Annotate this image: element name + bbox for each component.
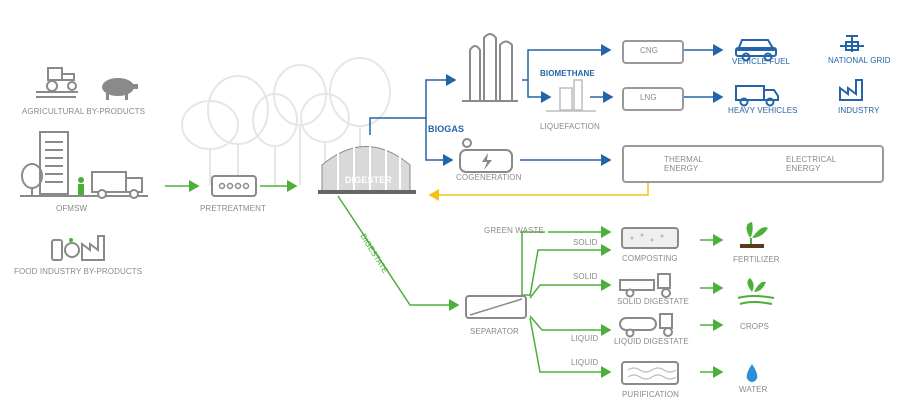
- purification-bed-icon: [621, 361, 679, 385]
- biogas-label: BIOGAS: [428, 124, 465, 134]
- plant-sprout-icon: [740, 222, 768, 248]
- solid-digestate-label: SOLID DIGESTATE: [617, 297, 689, 306]
- cng-box: [622, 40, 684, 64]
- separator-icon: [465, 295, 527, 319]
- solid-label-2: SOLID: [573, 272, 598, 281]
- pipeline-valve-icon: [840, 35, 864, 52]
- composting-label: COMPOSTING: [622, 254, 678, 263]
- ofmsw-label: OFMSW: [56, 204, 88, 213]
- industry-label: INDUSTRY: [838, 106, 880, 115]
- water-drop-icon: [746, 364, 758, 382]
- heavy-vehicles-label: HEAVY VEHICLES: [728, 106, 798, 115]
- liquefaction-label: LIQUEFACTION: [540, 122, 600, 131]
- liquefaction-plant-icon: [546, 79, 596, 112]
- green-waste-label: GREEN WASTE: [484, 226, 544, 235]
- truck-icon: [735, 85, 779, 107]
- cogeneration-label: COGENERATION: [456, 173, 522, 182]
- cng-label: CNG: [640, 46, 659, 55]
- liquid-label-1: LIQUID: [571, 334, 599, 343]
- digester-label: DIGESTER: [345, 175, 392, 185]
- tractor-trailer-icon: [619, 273, 671, 298]
- national-grid-label: NATIONAL GRID: [828, 56, 891, 65]
- water-label: WATER: [739, 385, 768, 394]
- fertilizer-label: FERTILIZER: [733, 255, 780, 264]
- digester-dome-icon: [318, 140, 416, 194]
- biomethane-label: BIOMETHANE: [540, 69, 595, 78]
- vehicle-fuel-label: VEHICLE FUEL: [732, 57, 791, 66]
- agricultural-label: AGRICULTURAL BY-PRODUCTS: [22, 107, 146, 116]
- food-industry-label: FOOD INDUSTRY BY-PRODUCTS: [14, 267, 143, 276]
- separator-label: SEPARATOR: [470, 327, 519, 336]
- electrical-energy-label: ELECTRICAL ENERGY: [786, 155, 837, 173]
- thermal-energy-label: THERMAL ENERGY: [664, 155, 703, 173]
- crops-field-icon: [737, 278, 775, 305]
- solid-label-1: SOLID: [573, 238, 598, 247]
- liquid-digestate-label: LIQUID DIGESTATE: [614, 337, 689, 346]
- heat-return-arrow: [428, 178, 649, 201]
- tractor-icon: [36, 67, 78, 98]
- pig-icon: [102, 78, 138, 100]
- pretreatment-label: PRETREATMENT: [200, 204, 266, 213]
- tree-icon: [20, 163, 148, 197]
- cogeneration-engine-icon: [459, 138, 513, 173]
- lng-box: [622, 87, 684, 111]
- purification-label: PURIFICATION: [622, 390, 680, 399]
- digestate-flow-lines: [337, 195, 724, 378]
- pretreatment-unit-icon: [211, 175, 257, 197]
- compost-bed-icon: [621, 227, 679, 249]
- distillation-column-icon: [462, 33, 518, 102]
- crops-label: CROPS: [740, 322, 769, 331]
- liquid-label-2: LIQUID: [571, 358, 599, 367]
- factory-icon: [839, 79, 863, 101]
- building-icon: [39, 131, 69, 195]
- food-factory-icon: [51, 235, 105, 261]
- tank-tractor-icon: [619, 313, 673, 338]
- garbage-truck-icon: [78, 171, 143, 199]
- lng-label: LNG: [640, 93, 657, 102]
- car-icon: [735, 39, 777, 62]
- energy-box: [622, 145, 884, 183]
- biogas-flow-lines: [369, 44, 724, 166]
